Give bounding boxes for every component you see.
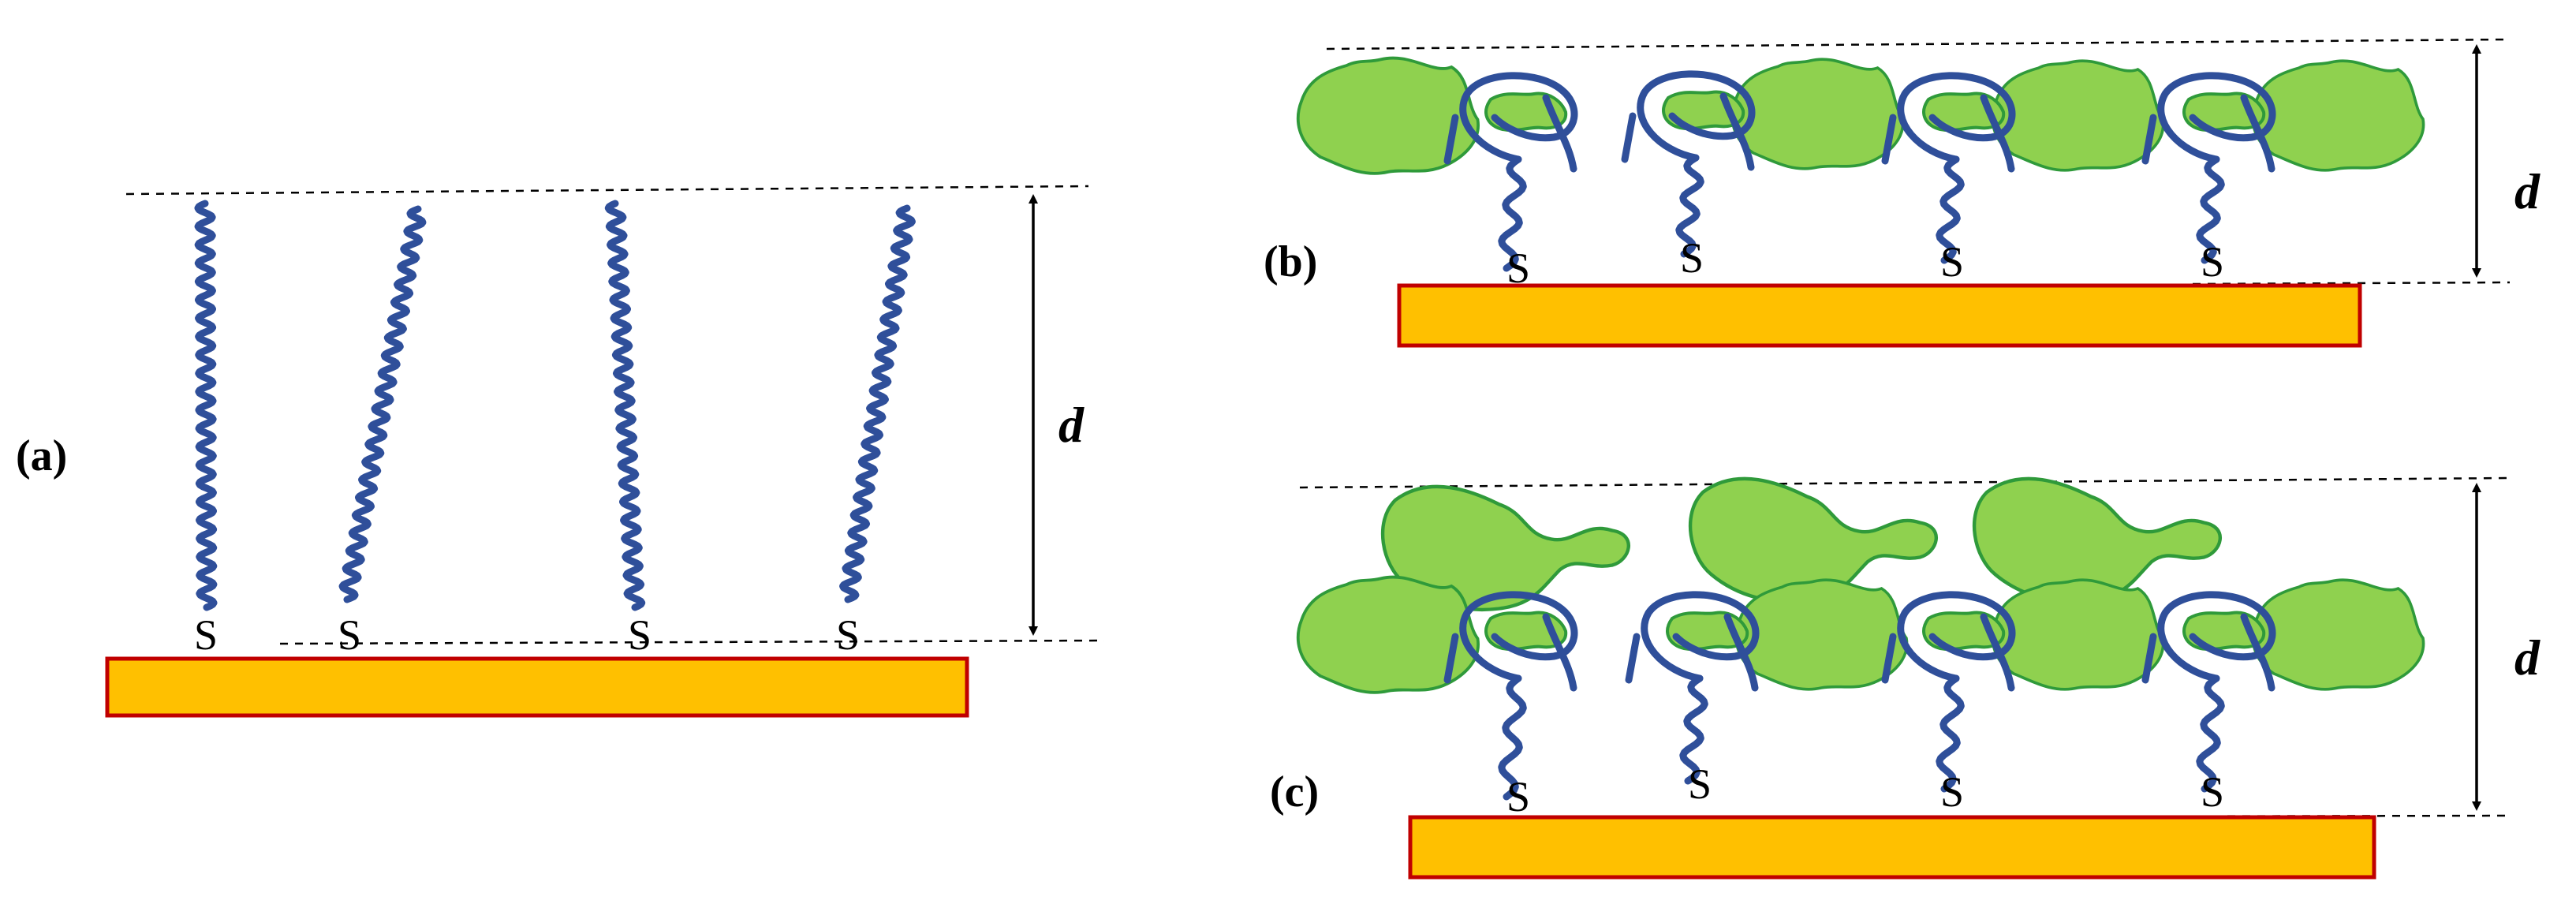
top-dashed-line-a xyxy=(125,185,1089,196)
loop-arm xyxy=(1443,633,1459,684)
tether-chain xyxy=(1936,155,1965,264)
alkyl-chain-a4 xyxy=(839,204,916,603)
loop-arm xyxy=(1542,613,1577,692)
distance-label-c: d xyxy=(2514,629,2541,685)
gold-substrate-a xyxy=(105,656,969,718)
loop-arm xyxy=(1723,613,1759,692)
panel-label-c: (c) xyxy=(1270,768,1319,816)
loop-arm xyxy=(1625,633,1641,684)
b-unit-3 xyxy=(1881,59,2165,264)
loop-arm xyxy=(1621,112,1637,163)
panel-b: d (b) S S S S xyxy=(1264,38,2541,348)
tether-chain xyxy=(2196,155,2225,264)
distance-label-a: d xyxy=(1058,397,1085,453)
alkyl-chain-a1 xyxy=(194,200,218,611)
protein-layer-c xyxy=(1296,575,2425,801)
distance-label-b: d xyxy=(2514,163,2541,219)
b-unit-1 xyxy=(1296,56,1578,272)
loop-arm xyxy=(2141,633,2157,684)
sulfur-label-c3: S xyxy=(1940,768,1964,816)
protein-blob xyxy=(2251,578,2425,691)
protein-blob xyxy=(2251,59,2425,172)
sulfur-label-b4: S xyxy=(2201,238,2224,286)
tether-chain xyxy=(1498,155,1527,272)
alkyl-chain-a3 xyxy=(604,200,646,611)
sulfur-label-c1: S xyxy=(1506,773,1530,820)
binding-loop xyxy=(1897,591,2016,682)
binding-loop xyxy=(1897,72,2016,163)
b-unit-4 xyxy=(2141,59,2425,264)
alkyl-chains-a xyxy=(194,200,916,611)
protein-blob xyxy=(1734,578,1909,691)
loop-arm xyxy=(1719,92,1755,171)
binding-loop xyxy=(1641,591,1760,682)
panel-a: d (a) S S S S xyxy=(16,185,1105,718)
sulfur-label-c4: S xyxy=(2201,768,2224,816)
panel-label-a: (a) xyxy=(16,431,67,480)
sulfur-label-a1: S xyxy=(194,611,218,659)
bottom-dashed-line-a xyxy=(279,639,1105,645)
loop-arm xyxy=(2240,94,2275,173)
binding-loop xyxy=(1459,591,1578,682)
sulfur-label-c2: S xyxy=(1688,760,1712,808)
sulfur-label-b3: S xyxy=(1940,238,1964,286)
loop-arm xyxy=(2240,613,2275,692)
sulfur-label-a4: S xyxy=(836,611,860,659)
tether-chain xyxy=(2196,674,2225,793)
protein-layer-b xyxy=(1296,56,2425,272)
protein-blob xyxy=(1991,59,2165,172)
top-dashed-line-b xyxy=(1326,38,2511,50)
tether-chain xyxy=(1675,154,1704,258)
loop-arm xyxy=(1881,114,1897,165)
loop-arm xyxy=(1980,613,2015,692)
alkyl-chain-a2 xyxy=(338,205,427,603)
binding-loop xyxy=(2157,72,2276,163)
sulfur-label-b1: S xyxy=(1506,245,1530,292)
panel-label-b: (b) xyxy=(1264,237,1317,286)
binding-loop xyxy=(2157,591,2276,682)
c-unit-3 xyxy=(1881,578,2165,793)
gold-substrate-c xyxy=(1408,815,2376,880)
tether-chain xyxy=(1498,674,1527,801)
tether-chain xyxy=(1679,674,1708,785)
top-dashed-line-c xyxy=(1299,476,2511,489)
sulfur-label-a2: S xyxy=(338,611,361,659)
sulfur-label-b2: S xyxy=(1680,234,1704,282)
c-unit-1 xyxy=(1296,575,1578,801)
gold-substrate-b xyxy=(1397,283,2362,348)
protein-blob xyxy=(1991,578,2165,691)
sulfur-label-a3: S xyxy=(628,611,651,659)
binding-loop xyxy=(1459,72,1578,163)
protein-blob xyxy=(1730,58,1905,170)
c-unit-2 xyxy=(1625,578,1909,785)
loop-arm xyxy=(1881,633,1897,684)
tether-chain xyxy=(1936,674,1965,793)
binding-loop xyxy=(1637,70,1756,162)
c-unit-4 xyxy=(2141,578,2425,793)
panel-c: d (c) S S S S xyxy=(1270,476,2541,880)
loop-arm xyxy=(2141,114,2157,165)
loop-arm xyxy=(1443,114,1459,165)
loop-arm xyxy=(1542,94,1577,173)
loop-arm xyxy=(1980,94,2015,173)
b-unit-2 xyxy=(1621,58,1905,258)
